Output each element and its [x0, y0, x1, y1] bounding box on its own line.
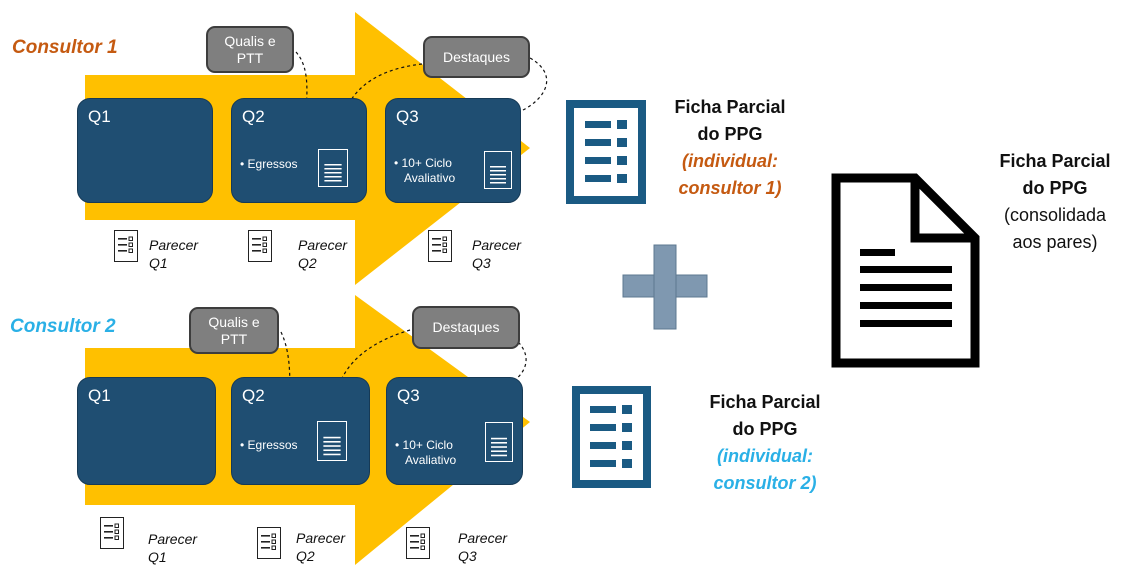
document-icon: [317, 421, 347, 461]
ficha-title-line1: Ficha Parcial: [709, 392, 821, 412]
consolidada-line3: (consolidada: [1003, 205, 1107, 225]
parecer-label: Parecer: [298, 237, 348, 253]
parecer-quadrant: Q3: [472, 255, 491, 271]
parecer-q1-consultor-1: Parecer Q1: [149, 236, 198, 272]
q2-bullet-egressos: • Egressos: [240, 438, 298, 452]
checklist-icon: [100, 517, 124, 549]
qualis-line2: PTT: [220, 331, 248, 347]
document-icon: [318, 149, 348, 187]
q3-box-consultor-1: Q3 • 10+ Ciclo Avaliativo: [385, 98, 521, 203]
parecer-quadrant: Q1: [148, 549, 167, 565]
parecer-label: Parecer: [458, 530, 508, 546]
destaques-box-consultor-1: Destaques: [423, 36, 530, 78]
consolidada-title-line2: do PPG: [1022, 178, 1088, 198]
parecer-quadrant: Q2: [298, 255, 317, 271]
checklist-icon: [428, 230, 452, 262]
ficha-title-line2: do PPG: [732, 419, 798, 439]
document-icon: [484, 151, 512, 189]
q3-label: Q3: [397, 386, 420, 405]
q3-bullet-line2: Avaliativo: [405, 453, 457, 467]
qualis-line1: Qualis e: [224, 33, 276, 49]
ficha-title-line1: Ficha Parcial: [674, 97, 786, 117]
ficha-sub-line1: (individual:: [682, 151, 778, 171]
parecer-q3-consultor-2: Parecer Q3: [458, 529, 507, 565]
q2-bullet-egressos: • Egressos: [240, 157, 298, 171]
parecer-q2-consultor-2: Parecer Q2: [296, 529, 345, 565]
parecer-label: Parecer: [296, 530, 346, 546]
q1-box-consultor-1: Q1: [77, 98, 213, 203]
parecer-quadrant: Q3: [458, 548, 477, 564]
consultor-2-label: Consultor 2: [10, 316, 116, 337]
qualis-ptt-box-consultor-1: Qualis e PTT: [206, 26, 294, 73]
ficha-sub-line1: (individual:: [717, 446, 813, 466]
qualis-line1: Qualis e: [208, 314, 260, 330]
ficha-parcial-consultor-1: Ficha Parcial do PPG (individual: consul…: [655, 94, 805, 202]
document-icon: [831, 173, 980, 368]
document-icon: [485, 422, 513, 462]
q3-bullet-line2: Avaliativo: [404, 171, 456, 185]
checklist-icon-consultor-2: [572, 386, 651, 488]
parecer-label: Parecer: [149, 237, 199, 253]
consolidada-line4: aos pares): [1012, 232, 1098, 252]
q3-box-consultor-2: Q3 • 10+ Ciclo Avaliativo: [386, 377, 523, 485]
q2-box-consultor-1: Q2 • Egressos: [231, 98, 367, 203]
connector-qualis-to-q2-c2: [280, 331, 294, 413]
ficha-parcial-consultor-2: Ficha Parcial do PPG (individual: consul…: [690, 389, 840, 497]
destaques-box-consultor-2: Destaques: [412, 306, 520, 349]
q1-label: Q1: [88, 386, 111, 405]
parecer-q1-consultor-2: Parecer Q1: [148, 530, 197, 566]
qualis-line2: PTT: [236, 50, 264, 66]
ficha-title-line2: do PPG: [697, 124, 763, 144]
checklist-icon: [406, 527, 430, 559]
checklist-icon: [114, 230, 138, 262]
q3-bullet-line1: • 10+ Ciclo: [394, 156, 452, 170]
q3-label: Q3: [396, 107, 419, 126]
checklist-icon: [248, 230, 272, 262]
parecer-quadrant: Q2: [296, 548, 315, 564]
parecer-quadrant: Q1: [149, 255, 168, 271]
parecer-label: Parecer: [148, 531, 198, 547]
q2-label: Q2: [242, 386, 265, 405]
q2-box-consultor-2: Q2 • Egressos: [231, 377, 370, 485]
q2-label: Q2: [242, 107, 265, 126]
q3-bullet-line1: • 10+ Ciclo: [395, 438, 453, 452]
parecer-q2-consultor-1: Parecer Q2: [298, 236, 347, 272]
parecer-label: Parecer: [472, 237, 522, 253]
q1-box-consultor-2: Q1: [77, 377, 216, 485]
checklist-icon: [257, 527, 281, 559]
checklist-icon-consultor-1: [566, 100, 646, 204]
ficha-sub-line2: consultor 2): [713, 473, 817, 493]
q1-label: Q1: [88, 107, 111, 126]
consultor-1-label: Consultor 1: [12, 37, 118, 58]
ficha-parcial-consolidada: Ficha Parcial do PPG (consolidada aos pa…: [985, 148, 1125, 256]
plus-icon: [622, 244, 708, 330]
ficha-sub-line2: consultor 1): [678, 178, 782, 198]
qualis-ptt-box-consultor-2: Qualis e PTT: [189, 307, 279, 354]
consolidada-title-line1: Ficha Parcial: [999, 151, 1111, 171]
parecer-q3-consultor-1: Parecer Q3: [472, 236, 521, 272]
